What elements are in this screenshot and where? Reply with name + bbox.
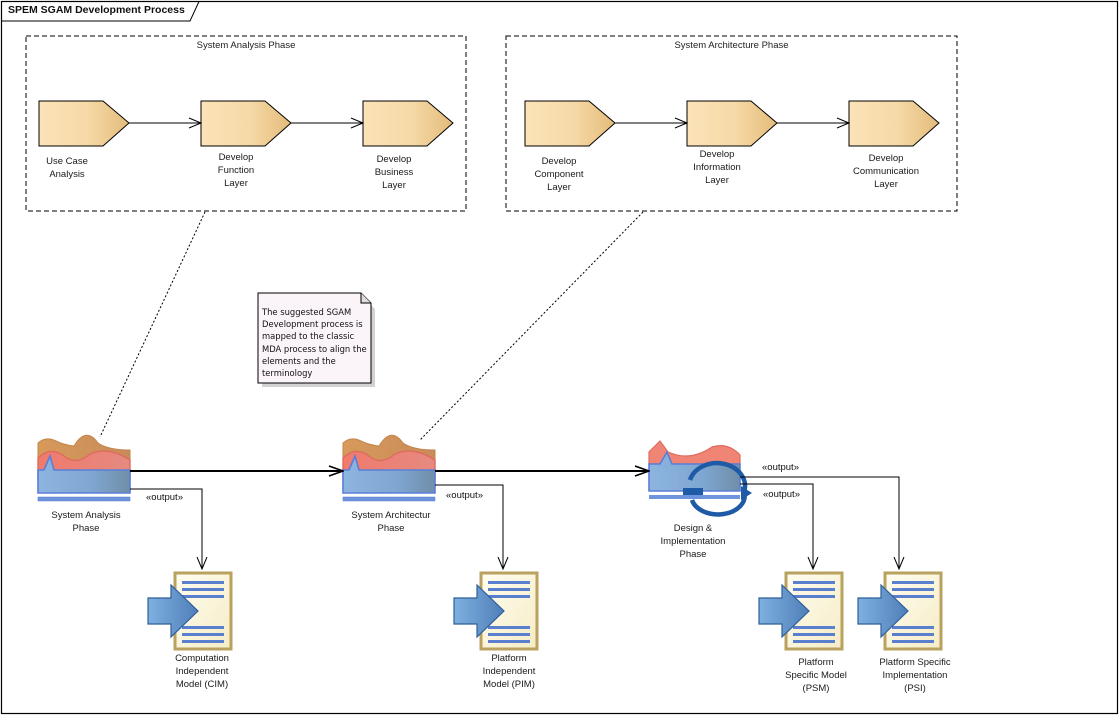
output-stereotype: «output»	[146, 492, 183, 503]
phase-icon[interactable]	[342, 434, 436, 502]
output-connector[interactable]	[435, 484, 503, 569]
task-develop-business-layer[interactable]	[362, 100, 454, 147]
task-develop-function-layer[interactable]	[200, 100, 292, 147]
trace-link[interactable]	[419, 211, 644, 441]
group-system-architecture[interactable]	[505, 35, 958, 212]
task-use-case-analysis[interactable]	[38, 100, 130, 147]
group-system-analysis[interactable]	[25, 35, 467, 212]
work-product-label: Platform Independent Model (PIM)	[482, 653, 536, 690]
output-stereotype: «output»	[446, 490, 483, 501]
task-label: Develop Communication Layer	[853, 153, 919, 190]
phase-icon[interactable]	[37, 434, 131, 502]
task-label: Develop Function Layer	[217, 152, 255, 189]
phase-label: System Analysis Phase	[51, 510, 121, 534]
task-develop-component-layer[interactable]	[524, 100, 616, 147]
work-product-document-icon[interactable]	[757, 571, 844, 651]
iteration-phase-icon[interactable]	[648, 440, 752, 517]
output-connector[interactable]	[740, 476, 899, 569]
task-label: Develop Component Layer	[534, 156, 584, 193]
work-product-document-icon[interactable]	[452, 571, 539, 651]
work-product-document-icon[interactable]	[146, 571, 233, 651]
work-product-label: Computation Independent Model (CIM)	[175, 653, 229, 690]
task-develop-information-layer[interactable]	[686, 100, 778, 147]
phase-label: System Architectur Phase	[351, 510, 431, 534]
note[interactable]	[257, 292, 375, 387]
task-label: Develop Business Layer	[374, 154, 414, 191]
task-label: Use Case Analysis	[46, 156, 88, 180]
task-develop-communication-layer[interactable]	[848, 100, 940, 147]
output-stereotype: «output»	[763, 489, 800, 500]
phase-label: Design & Implementation Phase	[660, 523, 726, 560]
output-stereotype: «output»	[762, 462, 799, 473]
output-connector[interactable]	[130, 488, 202, 569]
diagram-frame-tab	[1, 1, 200, 22]
task-label: Develop Information Layer	[693, 149, 741, 186]
group-title: System Architecture Phase	[674, 40, 789, 51]
group-title: System Analysis Phase	[196, 40, 296, 51]
work-product-label: Platform Specific Implementation (PSI)	[879, 657, 951, 694]
trace-link[interactable]	[99, 211, 206, 438]
note-text: The suggested SGAM Development process i…	[262, 307, 367, 379]
work-product-document-icon[interactable]	[856, 571, 943, 651]
output-connector[interactable]	[740, 483, 813, 569]
work-product-label: Platform Specific Model (PSM)	[785, 657, 847, 694]
diagram-title: SPEM SGAM Development Process	[8, 4, 185, 16]
